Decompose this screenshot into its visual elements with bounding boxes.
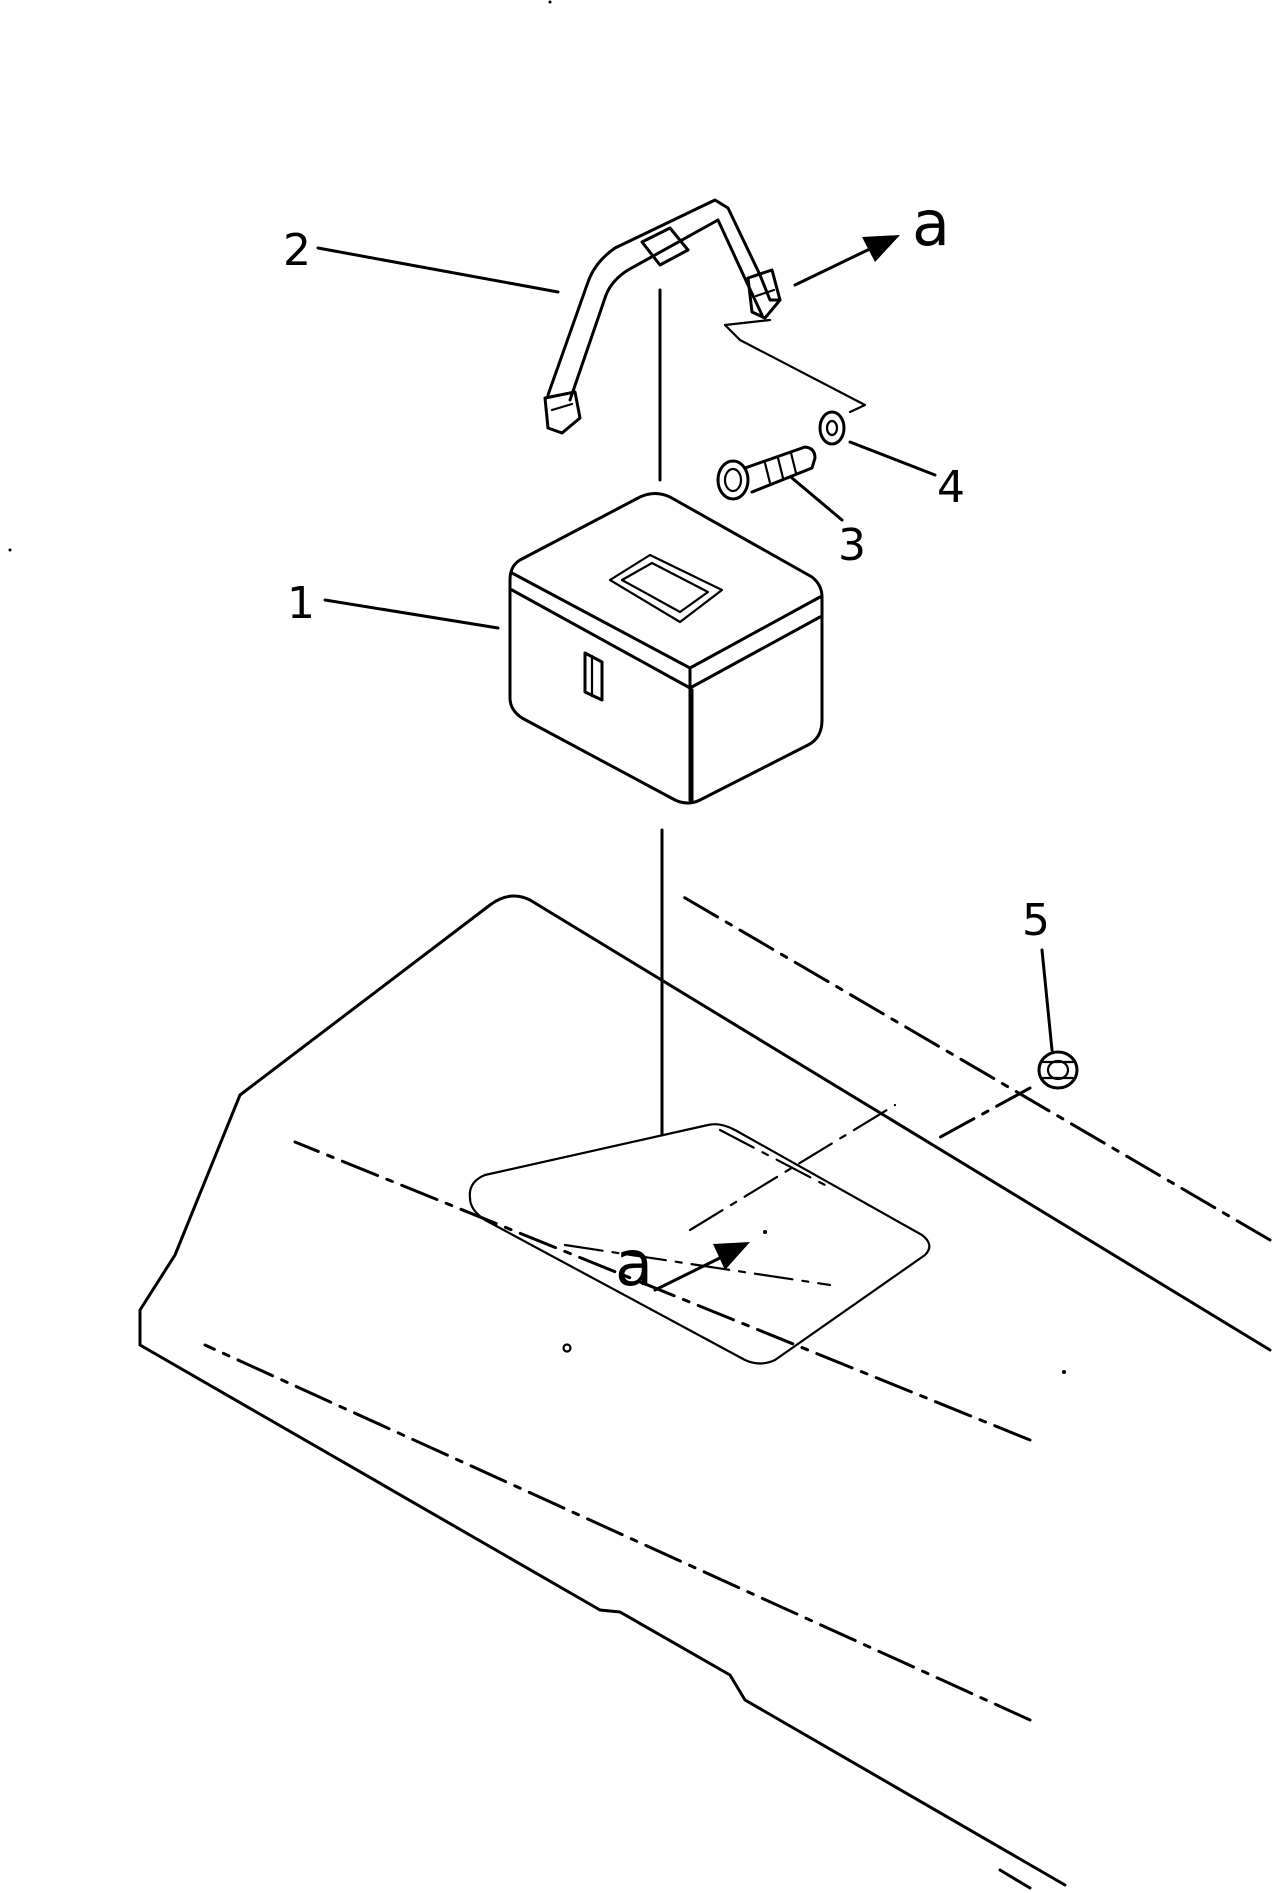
leader-lines xyxy=(316,246,1054,1052)
mounting-recess xyxy=(468,1103,1066,1374)
assembly-center-lines xyxy=(658,288,664,1137)
callout-5: 5 xyxy=(1022,895,1050,946)
washer xyxy=(818,410,846,446)
callout-2: 2 xyxy=(283,225,311,276)
base-plate xyxy=(138,893,1272,1890)
nut xyxy=(1037,1050,1079,1090)
callout-1: 1 xyxy=(287,578,315,629)
bolt xyxy=(716,445,817,501)
tool-box xyxy=(508,492,824,805)
strap xyxy=(543,198,867,435)
dot-marker xyxy=(1062,1370,1066,1374)
hole-marker xyxy=(562,1343,572,1353)
view-marker-upper: a xyxy=(912,187,950,260)
view-arrow-lower xyxy=(653,1242,750,1292)
nut-install-line xyxy=(933,1086,1032,1142)
view-marker-lower: a xyxy=(615,1227,653,1300)
callout-4: 4 xyxy=(937,462,965,513)
view-arrow-upper xyxy=(793,235,900,287)
callout-3: 3 xyxy=(838,520,866,571)
